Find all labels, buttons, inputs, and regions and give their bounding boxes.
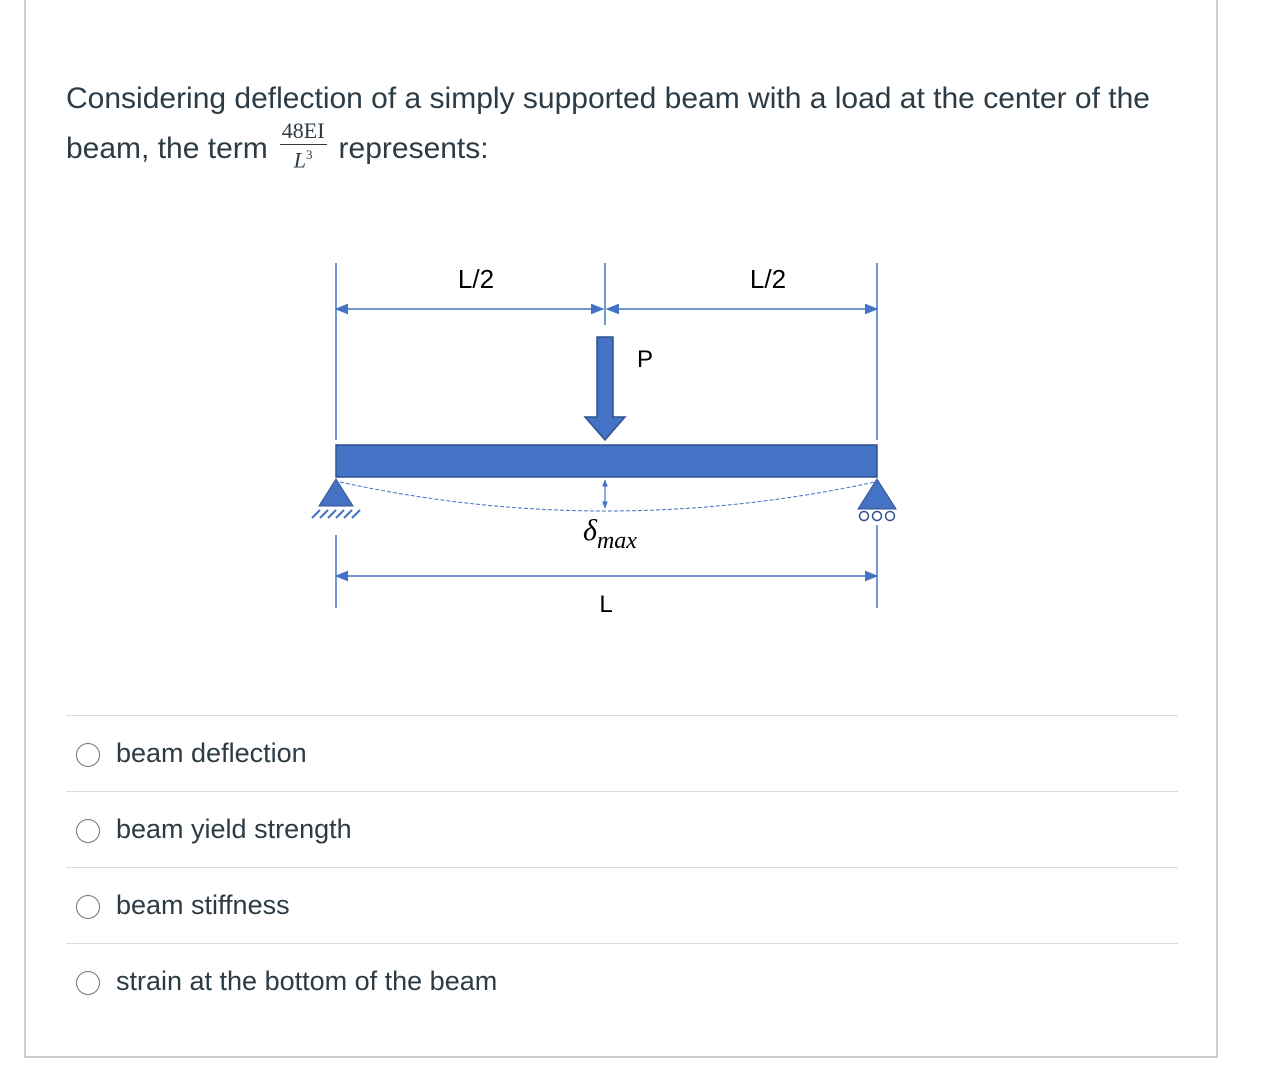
roller-support <box>857 478 897 510</box>
answer-option-1[interactable]: beam deflection <box>66 715 1178 791</box>
answer-label: beam stiffness <box>116 890 290 920</box>
question-text-after: represents: <box>338 132 489 165</box>
deflected-shape <box>339 481 876 512</box>
roller-wheels <box>858 510 896 522</box>
beam-diagram: L/2 L/2 P δmax L <box>311 263 897 618</box>
radio-button[interactable] <box>76 818 100 843</box>
radio-button[interactable] <box>76 894 100 919</box>
question-text: Considering deflection of a simply suppo… <box>66 74 1186 176</box>
formula-denominator: L3 <box>280 145 327 171</box>
label-length: L <box>599 591 612 618</box>
label-left-half: L/2 <box>458 264 494 294</box>
radio-button[interactable] <box>76 970 100 995</box>
answer-option-4[interactable]: strain at the bottom of the beam <box>66 943 1178 1019</box>
answer-list: beam deflection beam yield strength beam… <box>66 715 1178 1019</box>
formula-denominator-base: L <box>293 147 307 173</box>
label-deflection: δmax <box>583 514 637 554</box>
label-load: P <box>637 346 653 373</box>
formula-exponent: 3 <box>306 147 313 163</box>
beam <box>335 444 878 478</box>
answer-option-3[interactable]: beam stiffness <box>66 867 1178 943</box>
ground-hatch <box>311 509 361 519</box>
answer-label: beam deflection <box>116 738 307 768</box>
answer-label: strain at the bottom of the beam <box>116 966 498 996</box>
pin-support <box>318 478 354 507</box>
label-right-half: L/2 <box>750 264 786 294</box>
question-text-before: Considering deflection of a simply suppo… <box>66 82 1150 165</box>
radio-button[interactable] <box>76 742 100 767</box>
formula-numerator: 48EI <box>279 118 327 146</box>
answer-label: beam yield strength <box>116 814 352 844</box>
label-deflection-sub: max <box>597 528 637 554</box>
question-card <box>24 0 1218 1058</box>
label-deflection-symbol: δ <box>583 514 598 547</box>
answer-option-2[interactable]: beam yield strength <box>66 791 1178 867</box>
load-arrow <box>583 336 627 442</box>
